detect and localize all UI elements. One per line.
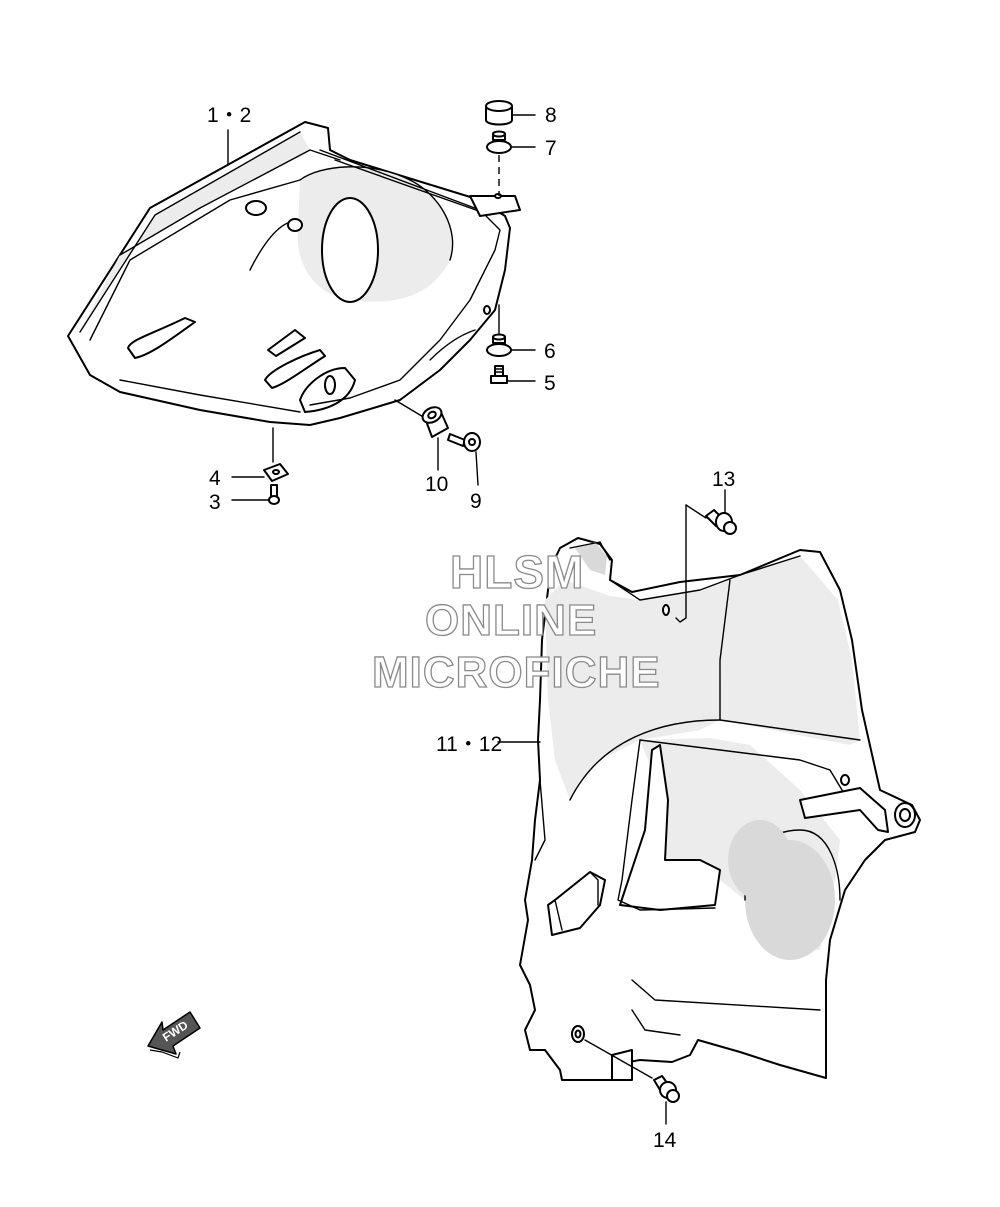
svg-text:4: 4 [209,467,221,490]
svg-text:11・12: 11・12 [436,733,502,756]
grommet-part-8: 8 [485,100,557,127]
spacer-part-10: 10 [421,406,449,496]
svg-text:9: 9 [470,490,482,513]
svg-text:3: 3 [209,491,221,514]
bolt-part-5: 5 [490,365,556,395]
lower-panel-part [519,537,921,1081]
svg-text:6: 6 [544,340,556,363]
svg-text:8: 8 [545,104,557,127]
watermark-line-3: MICROFICHE [371,647,661,697]
clip-part-13: 13 [675,468,737,623]
collar-part-6: 6 [486,304,556,363]
svg-text:13: 13 [712,468,735,491]
svg-text:10: 10 [425,473,448,496]
callout-1-2: 1・2 [207,104,251,166]
upper-cover-part [67,121,521,426]
screw-part-3: 3 [209,484,280,514]
watermark-line-1: HLSM [449,545,585,598]
clip-part-14: 14 [584,1039,680,1152]
svg-text:14: 14 [653,1129,677,1152]
screw-part-9: 9 [447,432,482,513]
fwd-direction-arrow: FWD [147,1011,201,1059]
clip-nut-part-4: 4 [209,463,289,490]
svg-text:5: 5 [544,372,556,395]
svg-text:1・2: 1・2 [207,104,251,127]
callout-11-12: 11・12 [436,733,541,756]
svg-text:7: 7 [545,137,557,160]
assembly-line-10 [394,399,426,419]
collar-part-7: 7 [486,130,557,160]
watermark-line-2: ONLINE [424,595,598,645]
